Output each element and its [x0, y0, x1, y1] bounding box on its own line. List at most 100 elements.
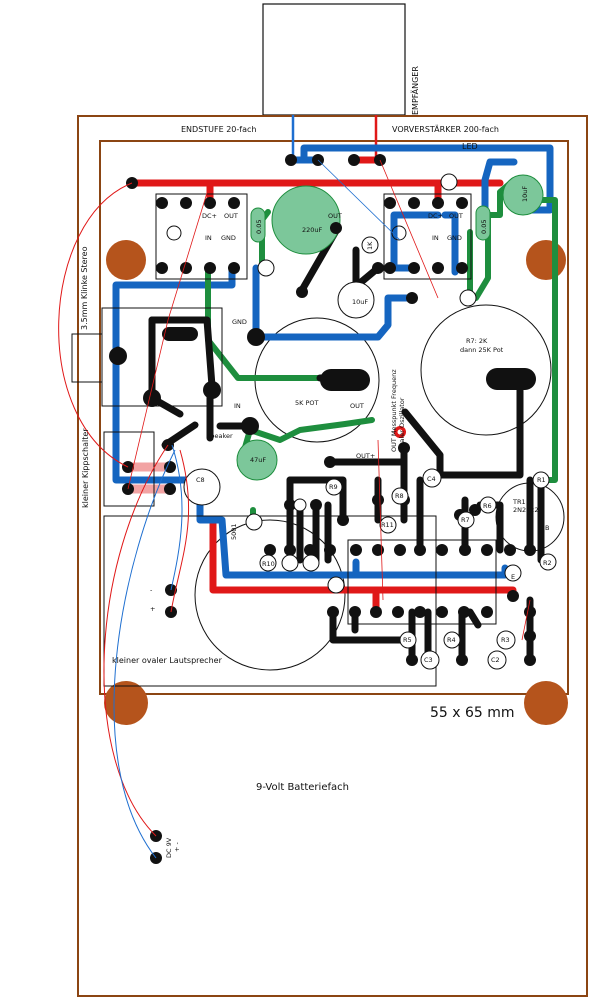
receiver-label: EMPFÄNGER	[410, 66, 420, 115]
c3-cap	[420, 650, 440, 670]
c2-cap	[487, 650, 507, 670]
cap-005-left-label: 0.05	[255, 220, 263, 234]
cap-5001-label: 5001	[230, 523, 238, 540]
ic-left-outline	[155, 193, 248, 280]
r3-resistor	[496, 630, 516, 650]
oscillator-outline	[347, 539, 497, 625]
mount-hole-top-right	[526, 240, 566, 280]
cap-10uf-b-label: 10uF	[521, 186, 529, 202]
left-ic-dcplus: DC+	[202, 212, 217, 220]
preamp-label: VORVERSTÄRKER 200-fach	[392, 124, 499, 134]
right-ic-dcplus: DC+	[428, 212, 443, 220]
jack-center-slot	[162, 327, 198, 341]
headphone-jack-label: 3.5mm Klinke Stereo	[80, 246, 89, 330]
tr1-label-1: TR1	[512, 498, 526, 506]
measure-point-inner	[397, 429, 403, 435]
r11-label: R11	[381, 521, 394, 529]
wire-blue-speaker	[170, 444, 183, 591]
c2-label: C2	[491, 656, 500, 664]
minus-label: -	[150, 586, 153, 594]
plus-label: +	[150, 605, 155, 613]
jack-plug-outline	[71, 333, 103, 383]
led-label: LED	[462, 142, 478, 151]
right-ic-out: OUT	[449, 212, 463, 220]
switch-traces	[123, 462, 175, 494]
receiver-box	[262, 3, 406, 116]
solder-pads	[109, 154, 536, 864]
c3-label: C3	[424, 656, 433, 664]
wire-blue-long	[113, 449, 176, 859]
cap-220uf-label: 220uF	[302, 226, 323, 234]
r6-label: R6	[483, 502, 492, 510]
c8-label: C8	[196, 476, 205, 484]
res-1k	[361, 236, 379, 254]
r8-label: R8	[395, 492, 404, 500]
wire-red-measure	[379, 159, 439, 299]
pot-5k-label: 5K POT	[295, 399, 319, 407]
speaker-oval-label: kleiner ovaler Lautsprecher	[112, 656, 223, 665]
power-amp-label: ENDSTUFE 20-fach	[181, 125, 256, 134]
measure-label-2: lokaler Oszillator	[398, 397, 406, 452]
pot-5k-wiper	[320, 369, 370, 391]
r3-label: R3	[501, 636, 510, 644]
r2-label: R2	[543, 559, 552, 567]
ic-left-notch	[166, 225, 182, 241]
right-ic-gnd: GND	[447, 234, 462, 242]
ic-right-notch	[391, 225, 407, 241]
right-ic-in: IN	[432, 234, 439, 242]
pot-r7-label-2: dann 25K Pot	[460, 346, 504, 354]
mount-hole-bottom-left	[104, 681, 148, 725]
pcb-outline	[99, 140, 569, 695]
speaker-label: speaker	[207, 432, 233, 440]
r10-label: R10	[262, 560, 275, 568]
cap-10uf-top	[502, 174, 544, 216]
cap-005-right-label: 0.05	[480, 220, 488, 234]
res-1k-label: 1K	[366, 241, 374, 250]
r9-label: R9	[329, 483, 338, 491]
c8-cap	[183, 468, 221, 506]
out-plus-label: OUT+	[356, 452, 375, 460]
in-mid-label: IN	[234, 402, 241, 410]
cap-10uf-a-label: 10uF	[352, 298, 368, 306]
r5-label: R5	[403, 636, 412, 644]
left-ic-out: OUT	[224, 212, 238, 220]
wire-red-speaker	[170, 449, 190, 613]
cap-220uf	[271, 185, 341, 255]
toggle-switch-outline	[103, 431, 155, 507]
wire-red-mid	[127, 182, 211, 490]
mount-hole-top-left	[106, 240, 146, 280]
cap-005-left	[250, 207, 266, 243]
dimensions-label: 55 x 65 mm	[430, 705, 515, 721]
left-ic-in: IN	[205, 234, 212, 242]
cap-10uf-small	[337, 281, 375, 319]
toggle-switch-label: kleiner Kippschalter	[81, 428, 90, 508]
pot-r7-label-1: R7: 2K	[466, 337, 488, 345]
dc9v-label: DC 9V	[165, 837, 173, 858]
measure-label-1: OUT Messpunkt Frequenz	[390, 369, 398, 452]
speaker-circle	[194, 519, 346, 671]
wire-red-tr	[521, 599, 531, 641]
dc9v-pm-label: + -	[173, 841, 181, 852]
outer-board-outline	[77, 115, 588, 997]
wire-blue-receiver	[317, 159, 401, 241]
left-ic-gnd: GND	[221, 234, 236, 242]
r1-label: R1	[537, 476, 546, 484]
cap-220uf-out-label: OUT	[328, 212, 342, 220]
transistor-b-label: B	[545, 524, 549, 532]
pot-r7-wiper	[486, 368, 536, 390]
battery-label: 9-Volt Batteriefach	[256, 782, 349, 793]
cap-47uf	[236, 439, 278, 481]
r4-label: R4	[447, 636, 456, 644]
c4-cap	[422, 468, 442, 488]
cap-47uf-label: 47uF	[250, 456, 266, 464]
speaker-outline	[103, 515, 437, 687]
tr1-label-2: 2N2222	[513, 506, 539, 514]
resistor-pads	[245, 173, 557, 649]
wire-red-left	[58, 182, 133, 468]
pot-r7-outline	[420, 304, 552, 436]
r7-label: R7	[461, 516, 470, 524]
ic-right-outline	[383, 193, 472, 280]
wire-red-osc	[377, 439, 384, 601]
